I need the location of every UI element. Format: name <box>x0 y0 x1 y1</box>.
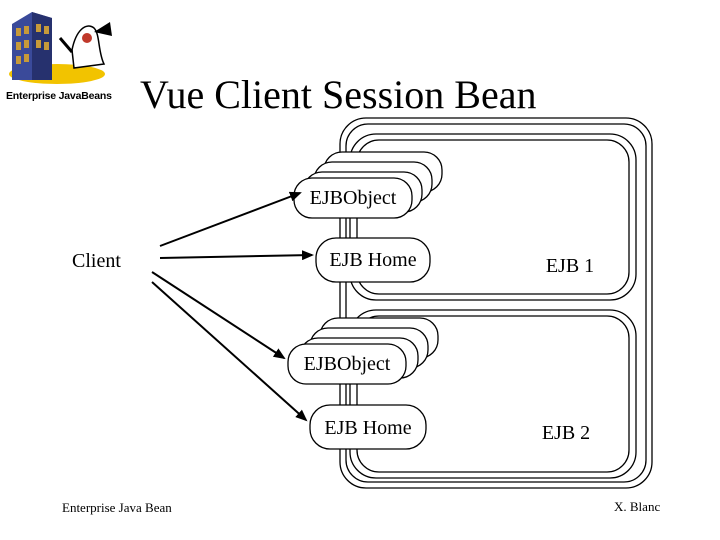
arrow-to-ejbhome-2 <box>151 281 308 422</box>
server-outer-container <box>339 117 653 489</box>
footer-left-text: Enterprise Java Bean <box>62 500 172 515</box>
ejb-1-label: EJB 1 <box>545 255 595 277</box>
footer-right-text: X. Blanc <box>614 499 661 514</box>
arrow-to-ejbobject-2 <box>151 271 286 360</box>
arrow-to-ejbobject-1 <box>159 191 302 247</box>
ejb-home-2-box <box>309 404 427 450</box>
arrow-to-ejbhome-1 <box>159 250 314 261</box>
ejb-home-1-box <box>315 237 431 283</box>
ejb-2-label: EJB 2 <box>541 422 591 444</box>
logo-graphic <box>9 12 112 84</box>
logo-caption: Enterprise JavaBeans <box>6 90 112 102</box>
slide-title: Vue Client Session Bean <box>140 72 537 117</box>
ejbobject-1-label: EJBObject <box>309 187 397 209</box>
client-label: Client <box>72 250 121 272</box>
ejb-home-1-label: EJB Home <box>329 249 417 271</box>
ejbobject-2-label: EJBObject <box>303 353 391 375</box>
ejb-home-2-label: EJB Home <box>324 417 412 439</box>
ejb-2-container <box>349 309 637 479</box>
ejbobject-stack-2 <box>287 317 439 385</box>
client-arrows <box>151 191 314 422</box>
enterprise-javabeans-logo <box>2 2 118 106</box>
